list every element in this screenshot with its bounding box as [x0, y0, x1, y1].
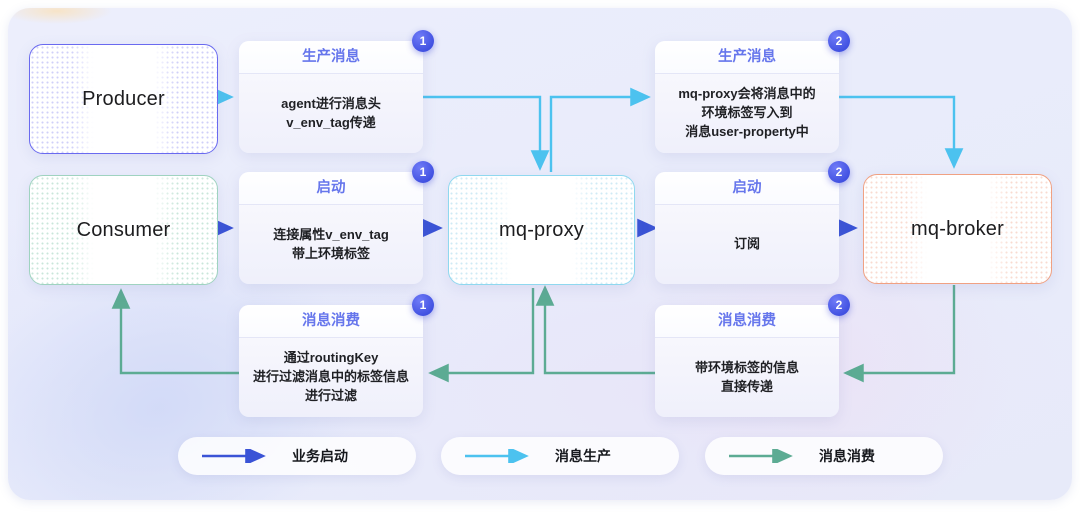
- step-badge: 1: [412, 161, 434, 183]
- card-line: 通过routingKey: [283, 350, 379, 366]
- card-line: 进行过滤: [304, 387, 357, 403]
- legend-arrow-blue-icon: [202, 449, 266, 463]
- entity-mq-proxy[interactable]: mq-proxy: [448, 175, 635, 285]
- legend-business-start-label: 业务启动: [292, 448, 348, 464]
- card-produce-2-body: mq-proxy会将消息中的 环境标签写入到 消息user-property中: [655, 74, 839, 153]
- wire-produce2-to-broker: [838, 95, 964, 169]
- entity-mq-broker-label: mq-broker: [911, 217, 1004, 240]
- card-produce-1-body: agent进行消息头 v_env_tag传递: [239, 74, 423, 153]
- card-produce-1[interactable]: 生产消息 agent进行消息头 v_env_tag传递 1: [239, 30, 434, 153]
- wire-proxy-to-produce2: [549, 87, 651, 172]
- legend-message-produce-label: 消息生产: [555, 448, 611, 464]
- dot-pattern: [449, 176, 634, 284]
- card-consume-2[interactable]: 消息消费 带环境标签的信息 直接传递 2: [655, 294, 850, 417]
- wire-consume1-to-consumer: [111, 288, 239, 375]
- card-consume-1-body: 通过routingKey 进行过滤消息中的标签信息 进行过滤: [239, 338, 423, 417]
- card-consume-1-title: 消息消费: [239, 305, 423, 338]
- card-consume-2-body: 带环境标签的信息 直接传递: [655, 338, 839, 417]
- card-line: 带环境标签的信息: [694, 359, 799, 375]
- card-consume-1[interactable]: 消息消费 通过routingKey 进行过滤消息中的标签信息 进行过滤 1: [239, 294, 434, 417]
- step-badge: 2: [828, 294, 850, 316]
- card-line: agent进行消息头: [281, 95, 381, 111]
- legend-arrow-green-icon: [729, 449, 793, 463]
- legend-message-produce[interactable]: 消息生产: [441, 437, 679, 475]
- card-line: 直接传递: [720, 378, 773, 394]
- card-line: 连接属性v_env_tag: [273, 226, 389, 242]
- card-start-2-body: 订阅: [655, 205, 839, 284]
- entity-consumer[interactable]: Consumer: [29, 175, 218, 285]
- entity-mq-proxy-label: mq-proxy: [499, 218, 584, 241]
- card-produce-1-title: 生产消息: [239, 41, 423, 74]
- card-line: 进行过滤消息中的标签信息: [252, 369, 409, 385]
- card-line: 环境标签写入到: [701, 105, 793, 121]
- card-start-1-title: 启动: [239, 172, 423, 205]
- dot-pattern: [30, 45, 217, 153]
- card-line: v_env_tag传递: [286, 114, 376, 130]
- wire-consume2-to-proxy: [535, 285, 655, 375]
- wire-produce1-to-proxy: [423, 95, 550, 171]
- legend-message-consume[interactable]: 消息消费: [705, 437, 943, 475]
- card-consume-2-title: 消息消费: [655, 305, 839, 338]
- wire-proxy-to-consume1: [428, 288, 535, 383]
- card-line: 带上环境标签: [291, 245, 370, 261]
- step-badge: 1: [412, 294, 434, 316]
- legend-business-start[interactable]: 业务启动: [178, 437, 416, 475]
- decor-warm-glow: [8, 8, 112, 24]
- legend-arrow-cyan-icon: [465, 449, 529, 463]
- card-start-2[interactable]: 启动 订阅 2: [655, 161, 850, 284]
- entity-consumer-label: Consumer: [76, 218, 171, 241]
- legend-message-consume-label: 消息消费: [819, 448, 875, 464]
- step-badge: 2: [828, 161, 850, 183]
- card-line: 消息user-property中: [685, 123, 809, 139]
- wire-broker-to-consume2: [843, 285, 956, 383]
- card-line: mq-proxy会将消息中的: [678, 86, 816, 102]
- step-badge: 2: [828, 30, 850, 52]
- card-start-1[interactable]: 启动 连接属性v_env_tag 带上环境标签 1: [239, 161, 434, 284]
- card-start-2-title: 启动: [655, 172, 839, 205]
- card-line: 订阅: [733, 236, 760, 252]
- dot-pattern: [864, 175, 1051, 283]
- card-start-1-body: 连接属性v_env_tag 带上环境标签: [239, 205, 423, 284]
- dot-pattern: [30, 176, 217, 284]
- step-badge: 1: [412, 30, 434, 52]
- entity-producer[interactable]: Producer: [29, 44, 218, 154]
- entity-producer-label: Producer: [82, 87, 165, 110]
- card-produce-2-title: 生产消息: [655, 41, 839, 74]
- entity-mq-broker[interactable]: mq-broker: [863, 174, 1052, 284]
- card-produce-2[interactable]: 生产消息 mq-proxy会将消息中的 环境标签写入到 消息user-prope…: [655, 30, 850, 153]
